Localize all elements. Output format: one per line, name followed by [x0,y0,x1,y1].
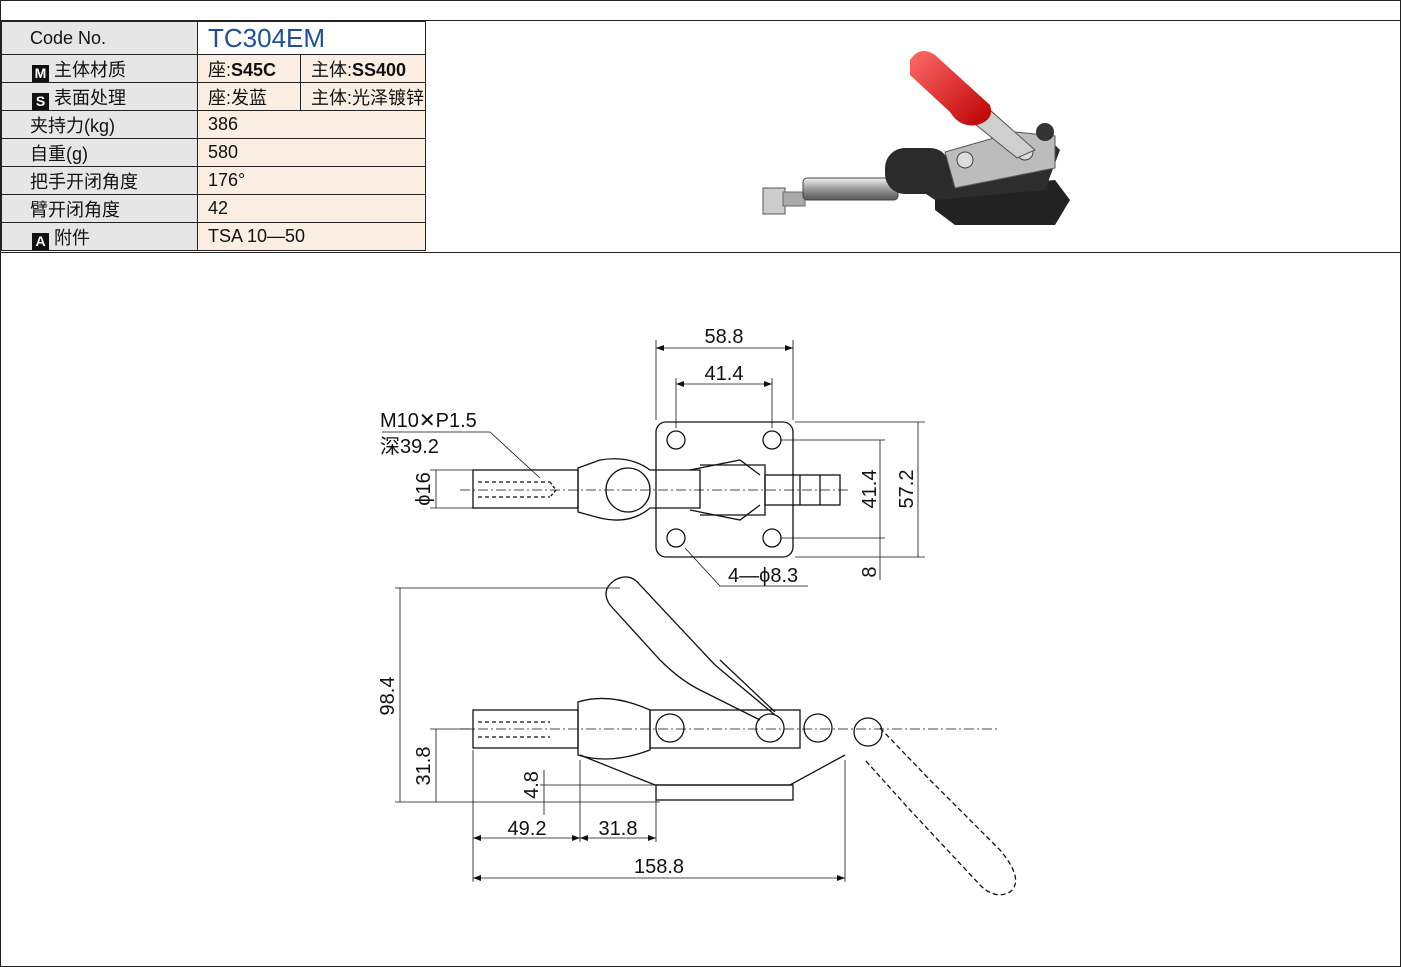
spec-row-force: 夹持力(kg) 386 [1,110,426,139]
dim-158-8: 158.8 [634,856,684,878]
dim-49-2: 49.2 [508,818,547,840]
dim-98-4: 98.4 [377,677,399,716]
weight-label: 自重(g) [1,138,198,167]
spec-row-arm-angle: 臂开闭角度 42 [1,194,426,223]
arm-angle-label: 臂开闭角度 [1,194,198,223]
section-divider [0,252,1401,253]
spec-table: Code No. TC304EM M 主体材质 座:S45C 主体:SS400 S… [1,21,426,251]
handle-angle-value: 176° [197,166,426,195]
dim-4-8: 4.8 [521,771,543,799]
material-badge-icon: M [32,64,49,82]
dim-58-8: 58.8 [705,326,744,348]
accessory-badge-icon: A [32,232,49,250]
accessory-label-cell: A 附件 [1,222,198,251]
material-seat-prefix: 座: [208,59,232,80]
material-body-prefix: 主体: [311,59,353,80]
dim-41-4-top: 41.4 [705,363,744,385]
arm-angle-value: 42 [197,194,426,223]
material-seat: 座:S45C [197,54,301,83]
weight-value: 580 [197,138,426,167]
toggle-clamp-photo-icon [762,51,1070,225]
header-rule [0,20,1401,21]
spec-row-code: Code No. TC304EM [1,21,426,55]
dim-41-4-side: 41.4 [859,470,881,509]
depth-label: 深39.2 [380,435,439,458]
thread-label: M10✕P1.5 [380,410,477,432]
material-label: 主体材质 [54,59,126,80]
accessory-value: TSA 10—50 [197,222,426,251]
dim-dia16: ϕ16 [413,472,435,505]
dim-31-8-width: 31.8 [599,818,638,840]
code-value: TC304EM [197,21,426,55]
accessory-label: 附件 [54,227,90,248]
surface-label: 表面处理 [54,87,126,108]
spec-row-surface: S 表面处理 座:发蓝 主体:光泽镀锌 [1,82,426,111]
spec-row-handle-angle: 把手开闭角度 176° [1,166,426,195]
material-body: 主体:SS400 [300,54,426,83]
material-body-value: SS400 [352,59,407,80]
holes-label: 4—ϕ8.3 [728,565,798,587]
force-label: 夹持力(kg) [1,110,198,139]
code-label: Code No. [1,21,198,55]
handle-angle-label: 把手开闭角度 [1,166,198,195]
dim-8: 8 [859,566,881,577]
surface-seat: 座:发蓝 [197,82,301,111]
spec-row-accessory: A 附件 TSA 10—50 [1,222,426,251]
spec-row-material: M 主体材质 座:S45C 主体:SS400 [1,54,426,83]
surface-body: 主体:光泽镀锌 [300,82,426,111]
dim-31-8-height: 31.8 [413,747,435,786]
material-seat-value: S45C [231,59,277,80]
surface-label-cell: S 表面处理 [1,82,198,111]
force-value: 386 [197,110,426,139]
spec-row-weight: 自重(g) 580 [1,138,426,167]
toggle-clamp-technical-drawing-icon: 58.8 41.4 M10✕P1.5 深39.2 ϕ16 41.4 57.2 8… [377,326,1017,896]
dim-57-2: 57.2 [896,470,918,509]
surface-badge-icon: S [32,92,49,110]
material-label-cell: M 主体材质 [1,54,198,83]
